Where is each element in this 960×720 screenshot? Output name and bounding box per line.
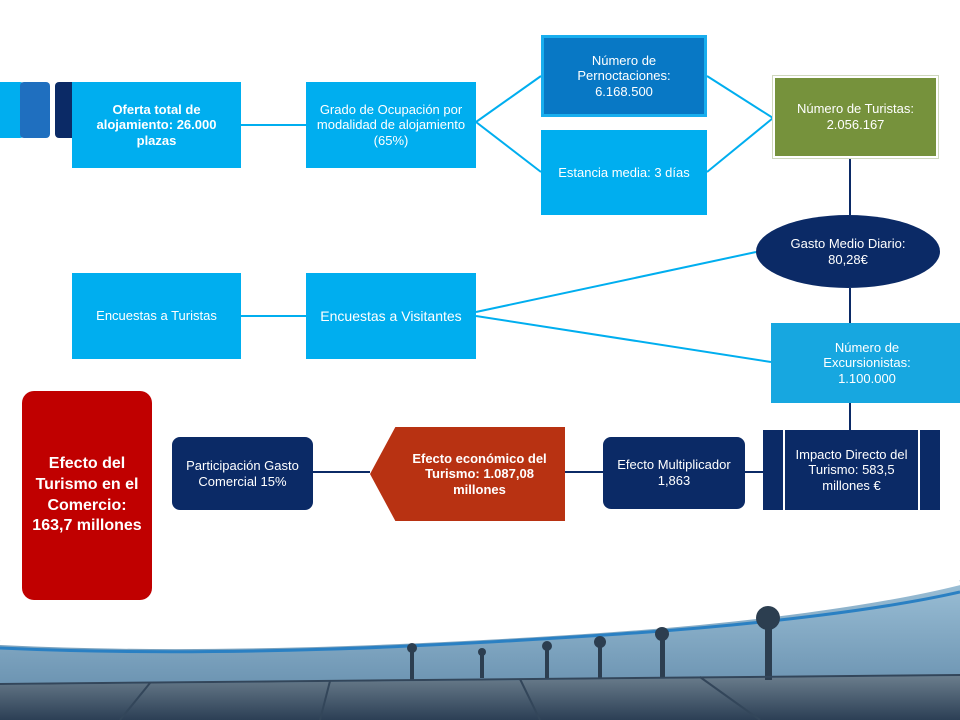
node-efecto-economico: Efecto económico del Turismo: 1.087,08 m… bbox=[370, 427, 565, 521]
node-ocupacion: Grado de Ocupación por modalidad de aloj… bbox=[306, 82, 476, 168]
node-pernoctaciones: Número de Pernoctaciones: 6.168.500 bbox=[541, 35, 707, 117]
node-encuestas-visitantes: Encuestas a Visitantes bbox=[306, 273, 476, 359]
pier-footer-image bbox=[0, 580, 960, 720]
node-participacion-label: Participación Gasto Comercial 15% bbox=[186, 457, 299, 489]
node-efecto-multiplicador: Efecto Multiplicador 1,863 bbox=[603, 437, 745, 509]
tab-shape bbox=[20, 82, 50, 138]
node-efecto-economico-label: Efecto económico del Turismo: 1.087,08 m… bbox=[412, 450, 547, 497]
node-encuestas-turistas-label: Encuestas a Turistas bbox=[96, 308, 217, 324]
node-estancia-label: Estancia media: 3 días bbox=[558, 164, 690, 180]
node-encuestas-turistas: Encuestas a Turistas bbox=[72, 273, 241, 359]
node-impacto-directo: Impacto Directo del Turismo: 583,5 millo… bbox=[763, 430, 940, 510]
node-participacion: Participación Gasto Comercial 15% bbox=[172, 437, 313, 510]
node-encuestas-visitantes-label: Encuestas a Visitantes bbox=[320, 307, 462, 324]
node-gasto-medio: Gasto Medio Diario: 80,28€ bbox=[756, 215, 940, 288]
node-excursionistas-label: Número de Excursionistas: 1.100.000 bbox=[823, 339, 911, 386]
node-gasto-medio-label: Gasto Medio Diario: 80,28€ bbox=[790, 235, 906, 267]
node-efecto-comercio-label: Efecto del Turismo en el Comercio: 163,7… bbox=[32, 454, 142, 535]
node-estancia: Estancia media: 3 días bbox=[541, 130, 707, 215]
node-pernoctaciones-label: Número de Pernoctaciones: 6.168.500 bbox=[577, 52, 671, 99]
node-turistas: Número de Turistas: 2.056.167 bbox=[773, 76, 938, 158]
node-ocupacion-label: Grado de Ocupación por modalidad de aloj… bbox=[316, 101, 466, 148]
node-impacto-directo-label: Impacto Directo del Turismo: 583,5 millo… bbox=[795, 446, 908, 493]
node-turistas-label: Número de Turistas: 2.056.167 bbox=[796, 101, 915, 132]
node-excursionistas: Número de Excursionistas: 1.100.000 bbox=[771, 323, 960, 403]
node-efecto-multiplicador-label: Efecto Multiplicador 1,863 bbox=[617, 457, 731, 488]
node-oferta: Oferta total de alojamiento: 26.000 plaz… bbox=[72, 82, 241, 168]
node-oferta-label: Oferta total de alojamiento: 26.000 plaz… bbox=[96, 101, 217, 148]
node-efecto-comercio: Efecto del Turismo en el Comercio: 163,7… bbox=[22, 391, 152, 600]
